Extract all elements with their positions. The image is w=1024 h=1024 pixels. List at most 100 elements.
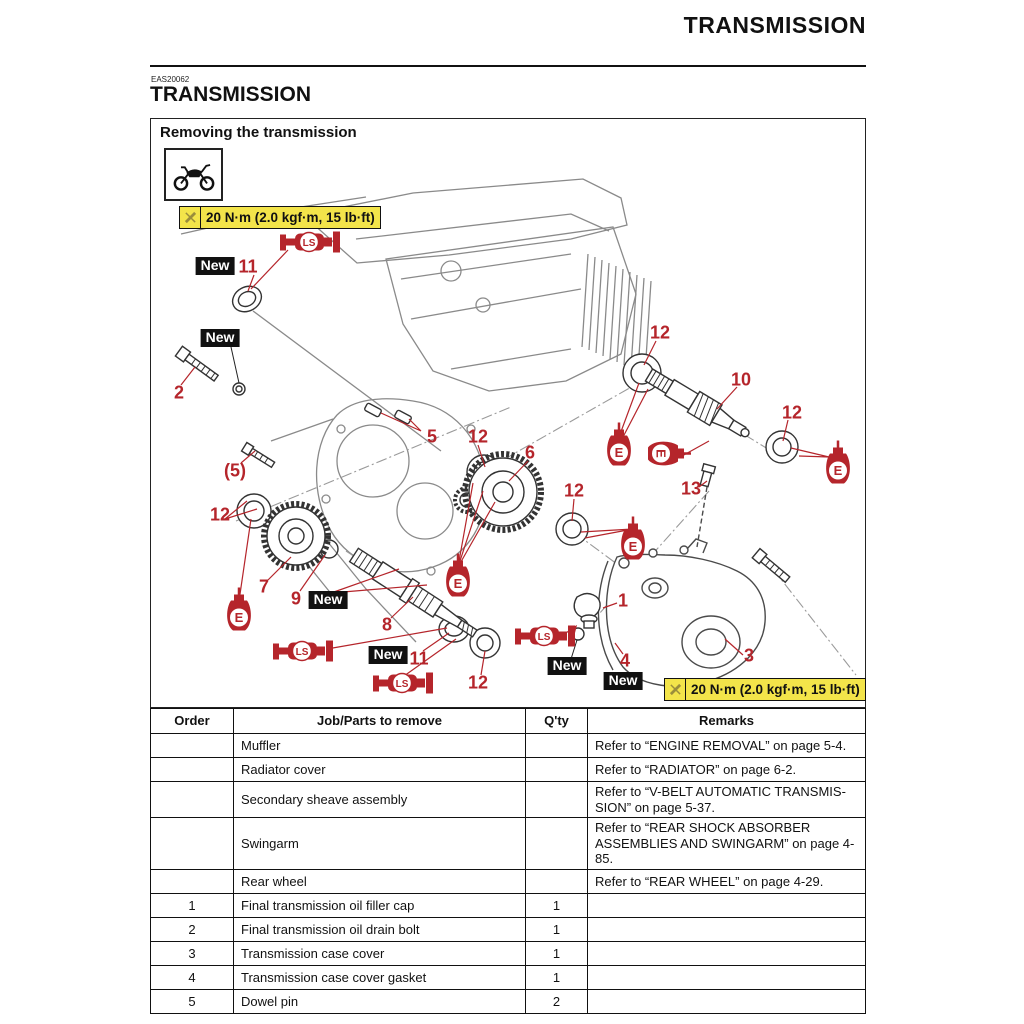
part-callout-8: 8 — [381, 614, 393, 635]
cell-qty: 1 — [525, 916, 588, 942]
new-part-label: New — [200, 329, 240, 347]
cell-job: Swingarm — [233, 817, 526, 870]
cell-remarks — [587, 964, 866, 990]
col-header-job-parts-to-remove: Job/Parts to remove — [233, 708, 526, 734]
table-row: Radiator cover Refer to “RADIATOR” on pag… — [150, 757, 866, 782]
part-callout-5: 5 — [426, 426, 438, 447]
grease-symbol-icon: LS — [373, 670, 435, 701]
torque-value: 20 N·m (2.0 kgf·m, 15 lb·ft) — [691, 682, 860, 697]
cell-job: Secondary sheave assembly — [233, 780, 526, 819]
section-code: EAS20062 — [151, 75, 190, 84]
new-part-label: New — [547, 657, 587, 675]
figure-box: Removing the transmission 20 N·m (2.0 kg… — [150, 118, 866, 708]
part-callout-2: 2 — [173, 382, 185, 403]
col-header-remarks: Remarks — [587, 708, 866, 734]
engine-oil-symbol-icon: E — [441, 553, 475, 606]
cell-order: 2 — [150, 916, 234, 942]
torque-value: 20 N·m (2.0 kgf·m, 15 lb·ft) — [206, 210, 375, 225]
part-callout-12: 12 — [781, 402, 803, 423]
new-part-label: New — [368, 646, 408, 664]
cell-remarks: Refer to “ENGINE REMOVAL” on page 5-4. — [587, 733, 866, 758]
svg-text:LS: LS — [296, 647, 309, 658]
cell-order: 4 — [150, 964, 234, 990]
torque-spec-bottom: 20 N·m (2.0 kgf·m, 15 lb·ft) — [664, 678, 866, 701]
cell-job: Dowel pin — [233, 988, 526, 1014]
cell-remarks — [587, 892, 866, 918]
parts-art — [174, 285, 799, 659]
col-header-order: Order — [150, 708, 234, 734]
engine-oil-symbol-icon: E — [648, 430, 691, 483]
cell-order — [150, 757, 234, 782]
cell-qty: 1 — [525, 940, 588, 966]
cell-remarks: Refer to “REAR SHOCK ABSORBER ASSEMBLIES… — [587, 817, 866, 870]
exploded-diagram — [174, 178, 857, 687]
case-cover-art — [597, 486, 766, 687]
part-callout-3: 3 — [743, 645, 755, 666]
svg-text:E: E — [654, 449, 669, 458]
cell-qty — [525, 757, 588, 782]
part-callout-12: 12 — [467, 672, 489, 693]
svg-text:LS: LS — [303, 238, 316, 249]
svg-text:E: E — [629, 539, 638, 554]
cell-remarks — [587, 940, 866, 966]
part-callout-1: 1 — [617, 590, 629, 611]
cell-remarks: Refer to “V-BELT AUTOMATIC TRANSMIS­SION… — [587, 780, 866, 819]
svg-text:E: E — [834, 463, 843, 478]
cell-job: Final transmission oil filler cap — [233, 892, 526, 918]
cell-job: Transmission case cover — [233, 940, 526, 966]
cell-job: Final transmission oil drain bolt — [233, 916, 526, 942]
wrench-icon — [665, 679, 686, 700]
torque-spec-top: 20 N·m (2.0 kgf·m, 15 lb·ft) — [179, 206, 381, 229]
engine-case-art — [180, 178, 652, 643]
col-header-q-ty: Q'ty — [525, 708, 588, 734]
cell-order: 1 — [150, 892, 234, 918]
part-callout-5: (5) — [224, 460, 246, 481]
cell-order — [150, 868, 234, 894]
new-leader-lines — [230, 346, 578, 660]
wrench-icon — [180, 207, 201, 228]
cell-remarks: Refer to “REAR WHEEL” on page 4-29. — [587, 868, 866, 894]
engine-oil-symbol-icon: E — [616, 516, 650, 569]
cell-remarks — [587, 916, 866, 942]
figure-title: Removing the transmission — [160, 124, 357, 141]
part-callout-13: 13 — [680, 478, 702, 499]
cell-job: Transmission case cover gasket — [233, 964, 526, 990]
cell-qty — [525, 733, 588, 758]
new-part-label: New — [308, 591, 348, 609]
cell-qty: 1 — [525, 964, 588, 990]
cell-order: 5 — [150, 988, 234, 1014]
table-row: Secondary sheave assembly Refer to “V-BEL… — [150, 780, 866, 819]
cell-qty: 2 — [525, 988, 588, 1014]
cell-qty — [525, 817, 588, 870]
part-callout-12: 12 — [209, 504, 231, 525]
part-callout-12: 12 — [467, 426, 489, 447]
motorcycle-glyph — [173, 163, 214, 191]
part-callout-11: 11 — [238, 256, 258, 277]
part-callout-4: 4 — [619, 650, 631, 671]
svg-text:LS: LS — [538, 632, 551, 643]
cell-job: Rear wheel — [233, 868, 526, 894]
part-callout-12: 12 — [563, 480, 585, 501]
svg-text:E: E — [235, 610, 244, 625]
cell-order — [150, 817, 234, 870]
grease-symbol-icon: LS — [515, 623, 577, 654]
svg-text:LS: LS — [396, 679, 409, 690]
svg-text:E: E — [615, 445, 624, 460]
cell-remarks: Refer to “RADIATOR” on page 6-2. — [587, 757, 866, 782]
engine-oil-symbol-icon: E — [821, 440, 855, 493]
engine-oil-symbol-icon: E — [222, 587, 256, 640]
cell-job: Radiator cover — [233, 757, 526, 782]
table-row: Rear wheel Refer to “REAR WHEEL” on page … — [150, 868, 866, 894]
grease-symbol-icon: LS — [273, 638, 335, 669]
cell-qty — [525, 780, 588, 819]
running-header: TRANSMISSION — [683, 12, 866, 38]
part-callout-6: 6 — [524, 442, 536, 463]
cell-order: 3 — [150, 940, 234, 966]
engine-oil-symbol-icon: E — [602, 422, 636, 475]
